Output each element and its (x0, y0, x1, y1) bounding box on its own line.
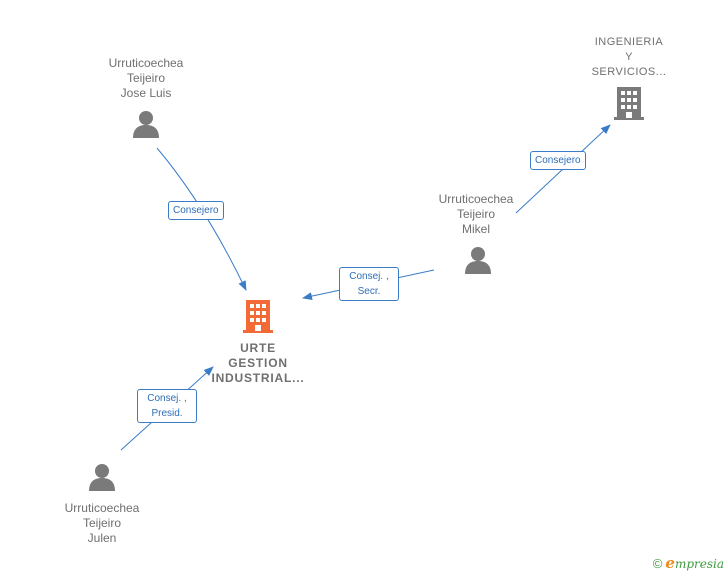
building-icon (614, 87, 644, 120)
node-label: Urruticoechea Teijeiro Mikel (414, 192, 538, 237)
node-mikel[interactable]: Urruticoechea Teijeiro Mikel (414, 192, 538, 280)
edge-label-mikel-ingenieria[interactable]: Consejero (530, 151, 586, 170)
edge-label-line: Secr. (357, 286, 381, 297)
edge-label-line: Consejero (535, 155, 581, 166)
edge-label-line: Consej. , (147, 393, 187, 404)
name-line: Teijeiro (126, 71, 165, 85)
name-line: Teijeiro (82, 516, 121, 530)
name-line: Urruticoechea (438, 192, 514, 206)
name-line: INGENIERIA (594, 36, 664, 48)
name-line: Urruticoechea (64, 501, 140, 515)
name-line: Y (625, 51, 633, 63)
node-label: Urruticoechea Teijeiro Jose Luis (84, 56, 208, 101)
name-line: Julen (87, 531, 117, 545)
person-icon (133, 111, 159, 138)
name-line: INDUSTRIAL... (211, 371, 305, 385)
node-urte-gestion[interactable]: URTE GESTION INDUSTRIAL... (196, 298, 320, 386)
name-line: GESTION (228, 356, 288, 370)
empresia-logo[interactable]: ©empresia (653, 554, 724, 572)
edge-label-line: Presid. (151, 408, 183, 419)
building-icon (243, 300, 273, 333)
logo-text: mpresia (674, 557, 724, 571)
name-line: Jose Luis (120, 86, 172, 100)
edge-label-jose-luis-urte[interactable]: Consejero (168, 201, 224, 220)
name-line: SERVICIOS... (591, 66, 667, 78)
edge-label-julen-urte[interactable]: Consej. , Presid. (137, 389, 197, 423)
node-jose-luis[interactable]: Urruticoechea Teijeiro Jose Luis (84, 56, 208, 144)
name-line: Mikel (461, 222, 490, 236)
person-icon (89, 464, 115, 491)
node-label: Urruticoechea Teijeiro Julen (40, 501, 164, 546)
logo-initial: e (665, 554, 675, 572)
edge-label-mikel-urte[interactable]: Consej. , Secr. (339, 267, 399, 301)
copyright-symbol: © (652, 556, 663, 571)
node-label: INGENIERIA Y SERVICIOS... (576, 35, 682, 80)
name-line: Urruticoechea (108, 56, 184, 70)
node-label: URTE GESTION INDUSTRIAL... (196, 341, 320, 386)
name-line: Teijeiro (456, 207, 495, 221)
node-julen[interactable]: Urruticoechea Teijeiro Julen (40, 462, 164, 546)
edge-label-line: Consejero (173, 205, 219, 216)
name-line: URTE (240, 341, 276, 355)
node-ingenieria[interactable]: INGENIERIA Y SERVICIOS... (576, 35, 682, 126)
person-icon (465, 247, 491, 274)
edge-label-line: Consej. , (349, 271, 389, 282)
